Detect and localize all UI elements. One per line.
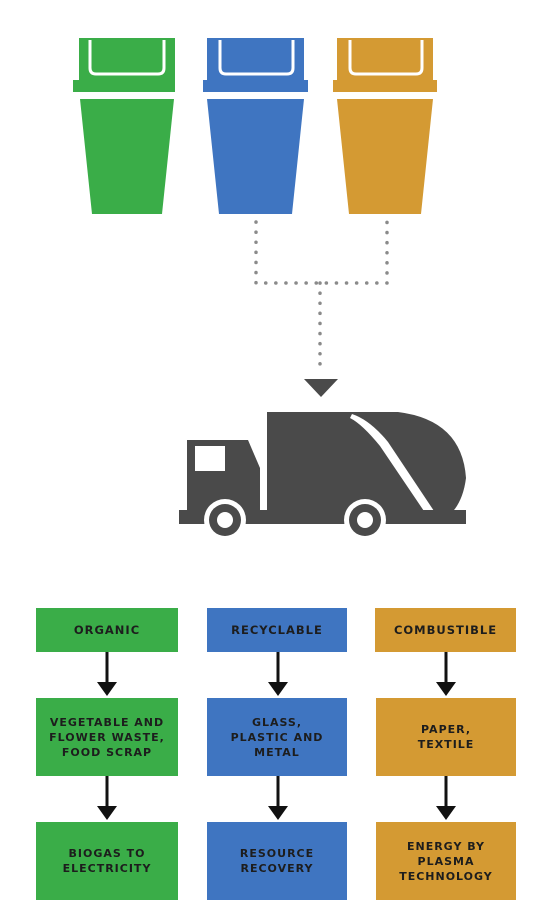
green-bin-icon [73,38,175,214]
combustible-contents-box: PAPER, TEXTILE [376,698,516,776]
combustible-outcome-label: ENERGY BY PLASMA TECHNOLOGY [399,839,493,883]
organic-outcome-label: BIOGAS TO ELECTRICITY [62,847,152,875]
organic-category-label: ORGANIC [73,622,141,637]
orange-bin-icon [333,38,437,214]
recyclable-outcome-box: RESOURCE RECOVERY [207,822,347,900]
recyclable-category-label: RECYCLABLE [231,622,323,637]
organic-contents-box: VEGETABLE AND FLOWER WASTE, FOOD SCRAP [36,698,178,776]
combustible-outcome-box: ENERGY BY PLASMA TECHNOLOGY [376,822,516,900]
organic-contents-label: VEGETABLE AND FLOWER WASTE, FOOD SCRAP [49,715,165,759]
dotted-connector [254,220,389,374]
garbage-truck-icon [179,412,466,541]
down-triangle-icon [304,379,338,397]
organic-outcome-box: BIOGAS TO ELECTRICITY [36,822,178,900]
flow-arrows [97,652,456,820]
combustible-contents-label: PAPER, TEXTILE [417,723,475,751]
combustible-category-box: COMBUSTIBLE [375,608,516,652]
organic-category-box: ORGANIC [36,608,178,652]
recyclable-outcome-label: RESOURCE RECOVERY [239,847,315,875]
blue-bin-icon [203,38,308,214]
recyclable-category-box: RECYCLABLE [207,608,347,652]
combustible-category-label: COMBUSTIBLE [393,622,498,637]
recyclable-contents-box: GLASS, PLASTIC AND METAL [207,698,347,776]
recyclable-contents-label: GLASS, PLASTIC AND METAL [230,715,324,759]
